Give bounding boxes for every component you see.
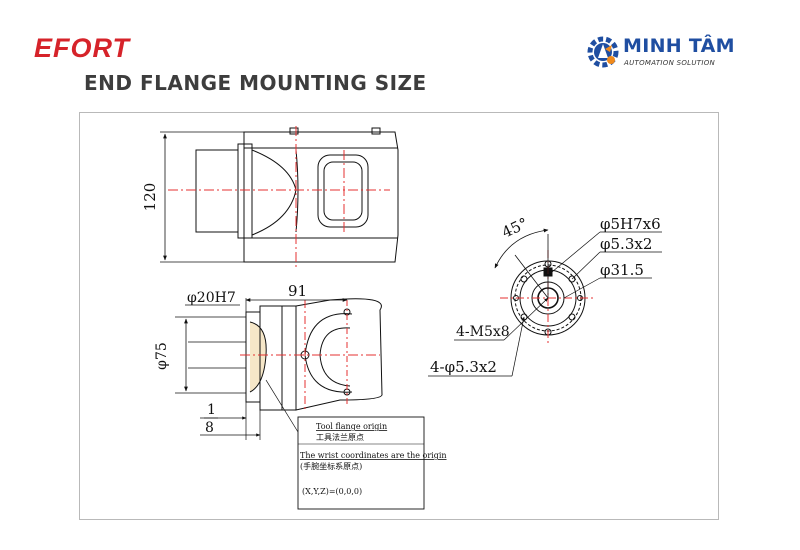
origin-note-box: Tool flange origin 工具法兰原点 The wrist coor… <box>297 416 447 510</box>
dim-offset-bottom-label: 8 <box>205 420 214 436</box>
flange-pcd-label: φ31.5 <box>600 261 644 279</box>
top-view-flange-block <box>195 149 239 233</box>
flange-thread-label: 4-M5x8 <box>456 324 510 340</box>
flange-bolt-hole <box>520 275 528 283</box>
note-line1-cn: 工具法兰原点 <box>316 432 364 442</box>
tool-flange-face <box>249 321 267 393</box>
top-view-body <box>243 131 399 263</box>
efort-logo-text: EFORT <box>34 33 131 63</box>
side-view <box>175 298 383 440</box>
flange-bolt-hole <box>568 275 576 283</box>
note-line1: Tool flange origin <box>316 422 387 431</box>
flange-pin-hole-label: φ5H7x6 <box>600 215 661 233</box>
dim-height-label: 120 <box>141 183 159 212</box>
side-view-body <box>295 298 383 411</box>
logo-sub-text: AUTOMATION SOLUTION <box>624 59 716 67</box>
dim-bore-label: φ20H7 <box>187 290 236 306</box>
gear-logo-icon <box>587 36 619 68</box>
top-view-curve-left <box>251 149 297 236</box>
minh-tam-logo: MINH TÂM AUTOMATION SOLUTION <box>585 34 775 74</box>
drawing-frame <box>79 112 719 520</box>
note-line2: The wrist coordinates are the origin <box>300 451 447 460</box>
note-coords: (X,Y,Z)=(0,0,0) <box>302 487 362 496</box>
note-leader-line <box>265 379 299 433</box>
page-title: END FLANGE MOUNTING SIZE <box>84 71 427 95</box>
note-line2-cn: (手腕坐标系原点) <box>300 461 362 471</box>
dim-dia-label: φ75 <box>154 342 170 370</box>
top-view-joint-inner <box>323 161 363 221</box>
angle-arc <box>494 228 549 269</box>
top-view-joint-window <box>317 154 369 228</box>
dim-length-label: 91 <box>288 282 307 300</box>
top-view-flange-step <box>237 143 253 239</box>
dim-offset-top-label: 1 <box>207 402 216 418</box>
logo-main-text: MINH TÂM <box>623 35 735 57</box>
flange-hole2-label: 4-φ5.3x2 <box>430 358 497 376</box>
flange-angle-label: 45° <box>499 214 531 242</box>
flange-front-view <box>428 228 662 377</box>
top-view <box>160 126 399 268</box>
flange-bolt-hole <box>568 313 576 321</box>
flange-hole1-label: φ5.3x2 <box>600 235 652 253</box>
